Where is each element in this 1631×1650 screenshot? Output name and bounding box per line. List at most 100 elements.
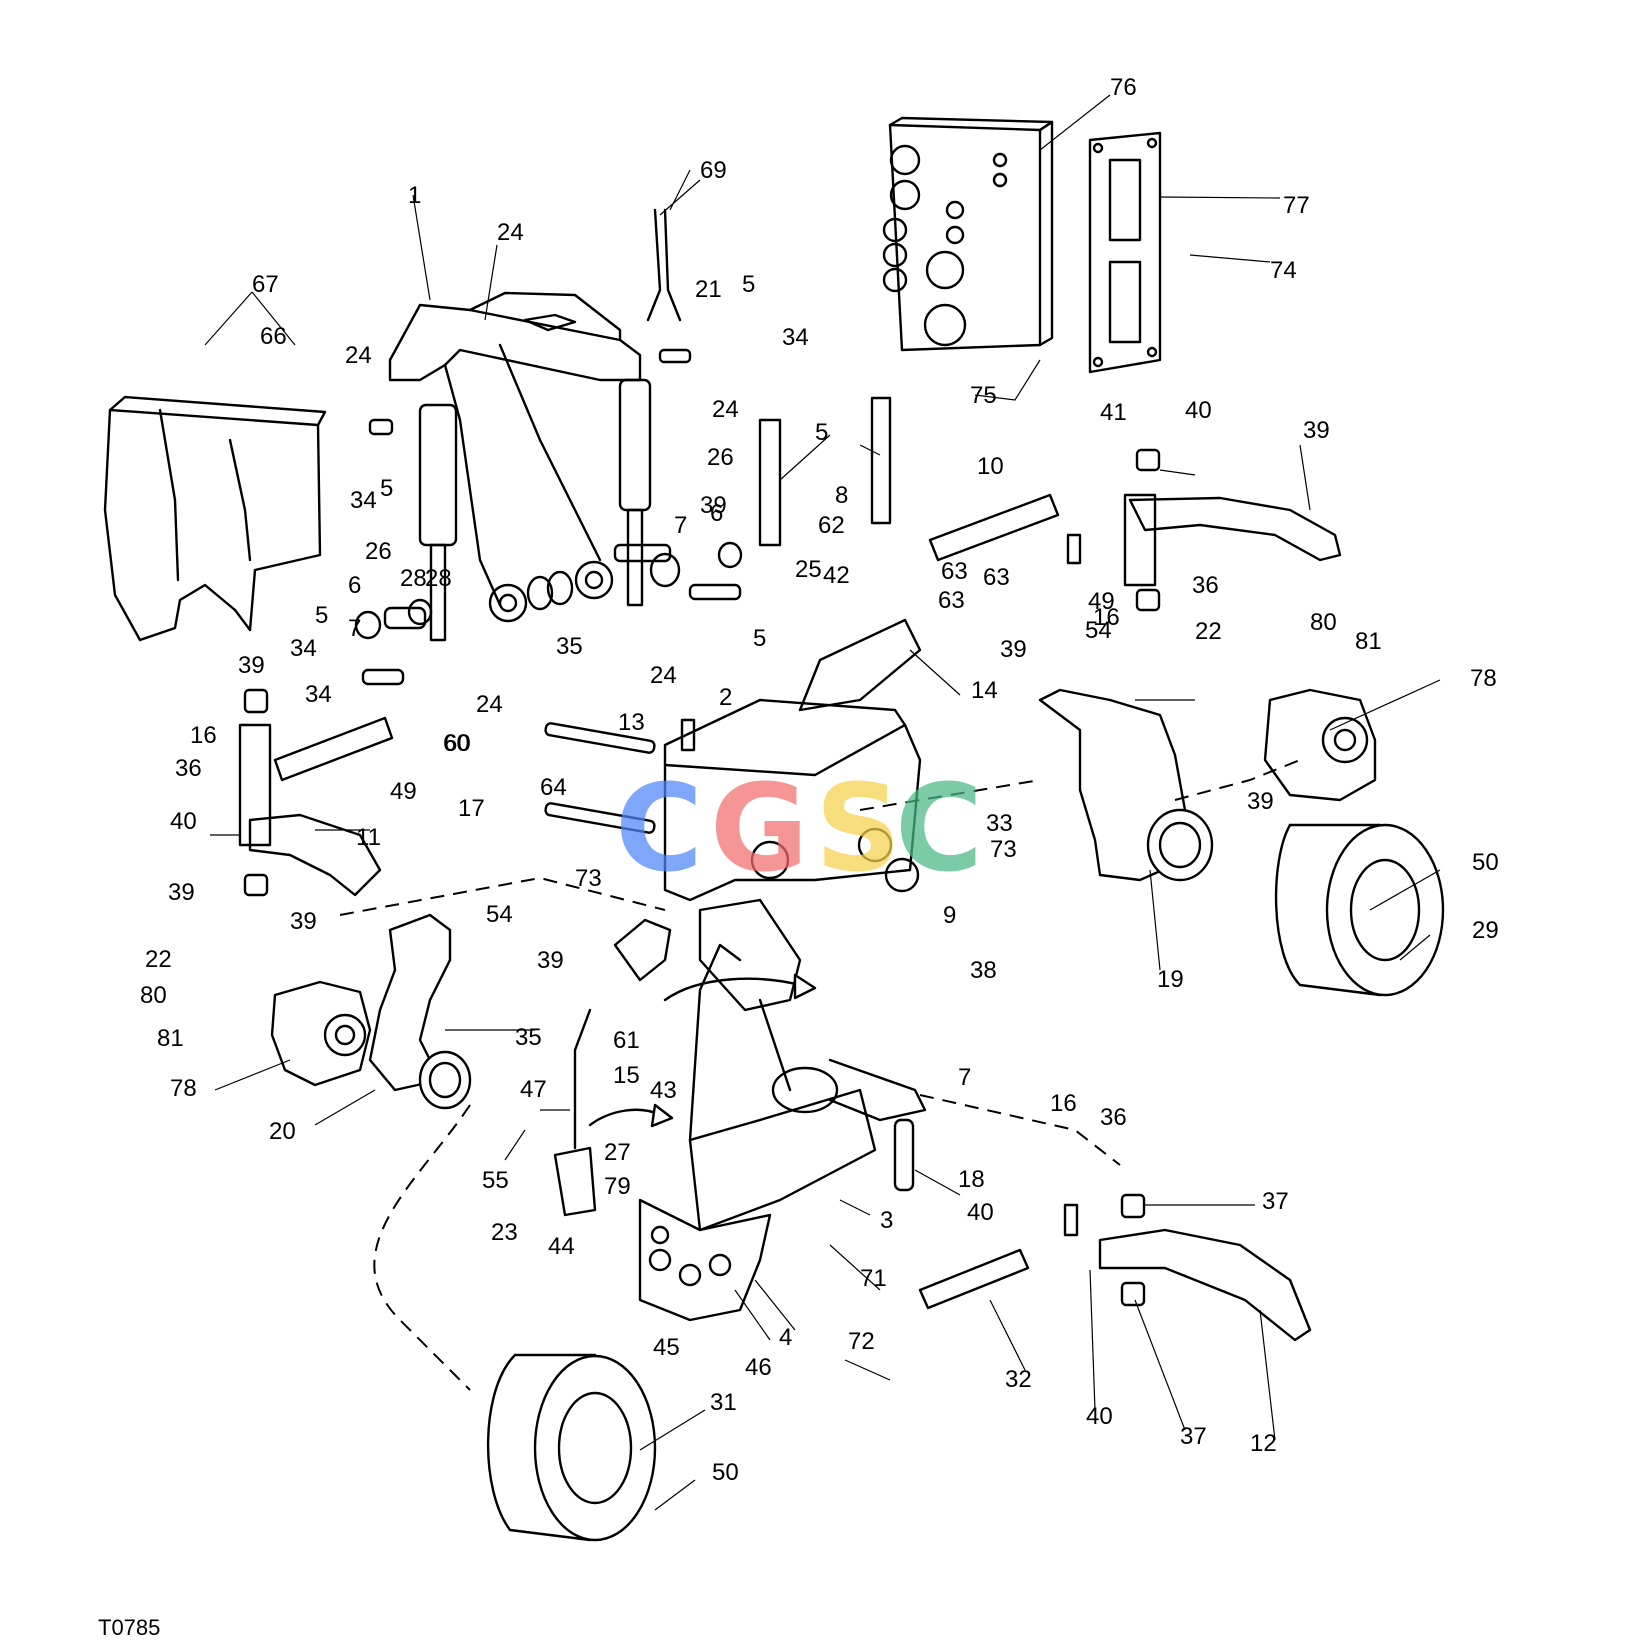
callout-6: 6 <box>710 500 723 527</box>
watermark-letter-2: G <box>710 760 809 899</box>
sensor-and-wiring <box>553 208 682 1217</box>
callout-5: 5 <box>742 271 755 298</box>
pivot-assembly <box>613 898 927 1322</box>
callout-14: 14 <box>971 677 998 704</box>
callout-22: 22 <box>145 946 172 973</box>
parts-layer <box>103 94 1445 1542</box>
callout-35: 35 <box>515 1024 542 1051</box>
callout-81: 81 <box>1355 628 1382 655</box>
callout-11: 11 <box>356 824 381 851</box>
callout-24: 24 <box>712 396 739 423</box>
callout-36: 36 <box>1100 1104 1127 1131</box>
pedals-and-rods <box>238 493 1342 1342</box>
callout-43: 43 <box>650 1077 677 1104</box>
callout-18: 18 <box>958 1166 985 1193</box>
tires <box>486 823 1445 1542</box>
callout-49: 49 <box>1088 588 1115 615</box>
callout-66: 66 <box>260 323 287 350</box>
callout-21: 21 <box>695 276 722 303</box>
callout-55: 55 <box>482 1167 509 1194</box>
lift-cylinders <box>418 378 652 642</box>
callout-78: 78 <box>170 1075 197 1102</box>
callout-23: 23 <box>491 1219 518 1246</box>
callout-42: 42 <box>823 562 850 589</box>
callout-80: 80 <box>1310 609 1337 636</box>
callout-20: 20 <box>269 1118 296 1145</box>
callout-76: 76 <box>1110 74 1137 101</box>
callout-81: 81 <box>157 1025 184 1052</box>
callout-26: 26 <box>707 444 734 471</box>
callout-34: 34 <box>350 487 377 514</box>
callout-12: 12 <box>1250 1430 1277 1457</box>
assembly-lines <box>339 759 1301 1391</box>
callout-63: 63 <box>938 587 965 614</box>
callout-47: 47 <box>520 1076 547 1103</box>
callout-49: 49 <box>390 778 417 805</box>
callout-29: 29 <box>1472 917 1499 944</box>
watermark-letter-3: S <box>815 760 901 899</box>
callout-5: 5 <box>315 602 328 629</box>
callout-35: 35 <box>556 633 583 660</box>
callout-73: 73 <box>990 836 1017 863</box>
main-frame <box>544 618 922 902</box>
callout-15: 15 <box>613 1062 640 1089</box>
callout-19: 19 <box>1157 966 1184 993</box>
callout-34: 34 <box>782 324 809 351</box>
callout-16: 16 <box>1093 604 1120 631</box>
callout-80: 80 <box>140 982 167 1009</box>
callout-79: 79 <box>604 1173 631 1200</box>
callout-9: 9 <box>943 902 956 929</box>
callout-39: 39 <box>1303 417 1330 444</box>
callout-39: 39 <box>537 947 564 974</box>
callout-60: 60 <box>443 730 470 757</box>
callout-73: 73 <box>575 865 602 892</box>
callout-71: 71 <box>860 1265 887 1292</box>
callout-31: 31 <box>710 1389 737 1416</box>
callout-4: 4 <box>779 1324 792 1351</box>
callout-54: 54 <box>486 901 513 928</box>
callout-39: 39 <box>238 652 265 679</box>
callout-33: 33 <box>986 810 1013 837</box>
callout-37: 37 <box>1180 1423 1207 1450</box>
callout-7: 7 <box>958 1064 971 1091</box>
callout-13: 13 <box>618 709 645 736</box>
callout-24: 24 <box>476 691 503 718</box>
callout-63: 63 <box>941 558 968 585</box>
callout-72: 72 <box>848 1328 875 1355</box>
callout-32: 32 <box>1005 1366 1032 1393</box>
valve-block <box>882 116 1054 352</box>
callout-5: 5 <box>815 419 828 446</box>
callout-10: 10 <box>977 453 1004 480</box>
callout-38: 38 <box>970 957 997 984</box>
callout-60: 60 <box>444 730 471 757</box>
callout-69: 69 <box>700 157 727 184</box>
callout-6: 6 <box>348 572 361 599</box>
callout-39: 39 <box>700 492 727 519</box>
callout-26: 26 <box>365 538 392 565</box>
callout-5: 5 <box>380 475 393 502</box>
callout-74: 74 <box>1270 257 1297 284</box>
callout-40: 40 <box>967 1199 994 1226</box>
callout-50: 50 <box>1472 849 1499 876</box>
mounting-plate <box>1088 131 1162 374</box>
watermark: C G S C <box>615 760 983 899</box>
callout-40: 40 <box>1086 1403 1113 1430</box>
callout-75: 75 <box>970 382 997 409</box>
callout-46: 46 <box>745 1354 772 1381</box>
callout-27: 27 <box>604 1139 631 1166</box>
callout-39: 39 <box>168 879 195 906</box>
callout-5: 5 <box>753 625 766 652</box>
callout-7: 7 <box>674 512 687 539</box>
callout-62: 62 <box>818 512 845 539</box>
watermark-letter-4: C <box>895 760 983 899</box>
callout-36: 36 <box>175 755 202 782</box>
callout-17: 17 <box>458 795 485 822</box>
callout-64: 64 <box>540 774 567 801</box>
watermark-letter-1: C <box>615 760 703 899</box>
cover-shroud <box>103 395 327 642</box>
callout-24: 24 <box>650 662 677 689</box>
callout-44: 44 <box>548 1233 575 1260</box>
callout-40: 40 <box>170 808 197 835</box>
